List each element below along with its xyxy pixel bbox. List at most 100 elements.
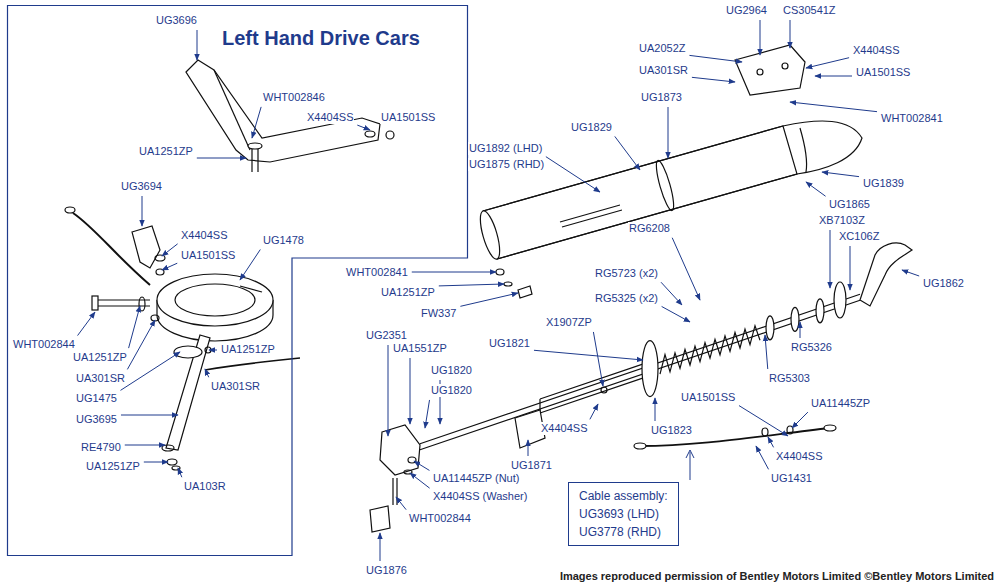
leader-arrow: [655, 398, 656, 421]
leader-arrow: [127, 320, 155, 369]
part-number: UG3694: [120, 180, 163, 193]
steering-shaft: [834, 282, 846, 318]
cable-assembly-drawing: [762, 428, 768, 436]
part-number: UA1551ZP: [392, 342, 448, 355]
leader-arrow: [162, 244, 178, 256]
leader-arrow: [425, 400, 430, 428]
steering-column-tube: [735, 45, 805, 95]
leader-arrow: [528, 440, 529, 456]
steering-column-tube: [800, 128, 807, 172]
part-number: WHT002846: [262, 91, 326, 104]
leader-arrow: [380, 533, 381, 561]
part-number: UG1892 (LHD): [468, 142, 543, 155]
steering-column-tube: [653, 159, 677, 212]
part-number: UA103R: [183, 480, 227, 493]
steering-shaft: [370, 506, 390, 532]
part-number: XC106Z: [838, 230, 880, 243]
part-number: UG3693 (LHD): [579, 505, 668, 523]
leader-arrow: [790, 20, 791, 48]
part-number: UG1820: [430, 384, 473, 397]
part-number: UG1876: [365, 564, 408, 577]
part-number: XB7103Z: [818, 214, 866, 227]
part-number: UG1820: [430, 364, 473, 377]
leader-arrow: [197, 30, 198, 60]
leader-arrow: [672, 238, 700, 300]
part-number: UA1501SS: [180, 249, 236, 262]
leader-arrow: [240, 249, 260, 280]
steering-shaft: [408, 457, 416, 463]
part-number: UA1501SS: [855, 66, 911, 79]
part-number: X4404SS: [540, 422, 588, 435]
steering-column-tube: [783, 121, 862, 174]
steering-column-tube: [496, 269, 504, 275]
part-number: UG1475: [75, 392, 118, 405]
part-number: UA301SR: [75, 372, 126, 385]
part-number: RG5325 (x2): [594, 292, 659, 305]
part-number: WHT002844: [408, 512, 472, 525]
lhd-linkage: [174, 346, 202, 358]
part-number: UG1829: [570, 121, 613, 134]
lhd-linkage: [186, 60, 380, 162]
part-number: X4404SS: [306, 111, 354, 124]
leader-line: [686, 450, 694, 458]
lhd-linkage: [155, 255, 165, 261]
lhd-linkage: [92, 296, 98, 310]
leader-arrow: [806, 182, 826, 196]
lhd-linkage: [139, 297, 145, 311]
part-number: UA11445ZP (Nut): [432, 472, 520, 485]
lhd-linkage: [162, 445, 174, 451]
part-number: UG2351: [365, 329, 408, 342]
leader-arrow: [121, 415, 178, 416]
steering-shaft: [601, 387, 607, 393]
part-number: X4404SS: [775, 450, 823, 463]
leader-arrow: [661, 282, 682, 305]
part-number: RE4790: [80, 441, 122, 454]
leader-arrow: [412, 272, 496, 273]
leader-arrow: [121, 352, 180, 390]
steering-column-tube: [757, 69, 763, 75]
part-number: UG1478: [262, 234, 305, 247]
leader-arrow: [739, 406, 788, 436]
steering-shaft: [860, 243, 912, 306]
part-number: WHT002841: [345, 266, 409, 279]
leader-arrow: [689, 55, 742, 62]
part-number: UG1839: [862, 177, 905, 190]
leader-arrow: [765, 335, 768, 369]
steering-shaft: [642, 341, 658, 397]
lhd-linkage: [65, 60, 394, 470]
part-number: UA1251ZP: [85, 460, 141, 473]
steering-shaft: [420, 294, 860, 450]
leader-arrow: [162, 263, 177, 270]
lhd-linkage: [214, 70, 250, 150]
part-number: X4404SS (Washer): [432, 490, 528, 503]
panel-outline: [8, 6, 468, 556]
leader-arrow: [760, 20, 761, 55]
leader-arrow: [410, 473, 430, 488]
part-number: RG6208: [628, 222, 671, 235]
cable-assembly-drawing: [634, 443, 646, 449]
part-number: UA1251ZP: [138, 145, 194, 158]
leader-arrow: [806, 58, 849, 68]
steering-shaft: [380, 425, 420, 475]
leader-arrow: [357, 125, 370, 130]
leader-arrow: [792, 412, 808, 428]
leader-arrow: [439, 284, 504, 286]
leader-arrow: [790, 102, 877, 112]
part-number: WHT002844: [12, 338, 76, 351]
leader-arrow: [209, 350, 217, 351]
leader-arrow: [692, 77, 735, 82]
leader-arrow: [546, 157, 600, 192]
leader-arrow: [388, 345, 389, 436]
part-number: RG5303: [768, 372, 811, 385]
lhd-linkage: [175, 284, 255, 316]
lhd-linkage: [248, 143, 262, 149]
leader-arrow: [615, 136, 640, 170]
part-number: UG1821: [488, 337, 531, 350]
part-number: UG3696: [155, 14, 198, 27]
lhd-linkage: [166, 335, 210, 450]
part-number: FW337: [420, 307, 457, 320]
part-number: UG1871: [510, 459, 553, 472]
leader-arrow: [410, 358, 411, 424]
cable-assembly-box: Cable assembly:UG3693 (LHD)UG3778 (RHD): [568, 482, 679, 546]
part-number: RG5326: [790, 341, 833, 354]
